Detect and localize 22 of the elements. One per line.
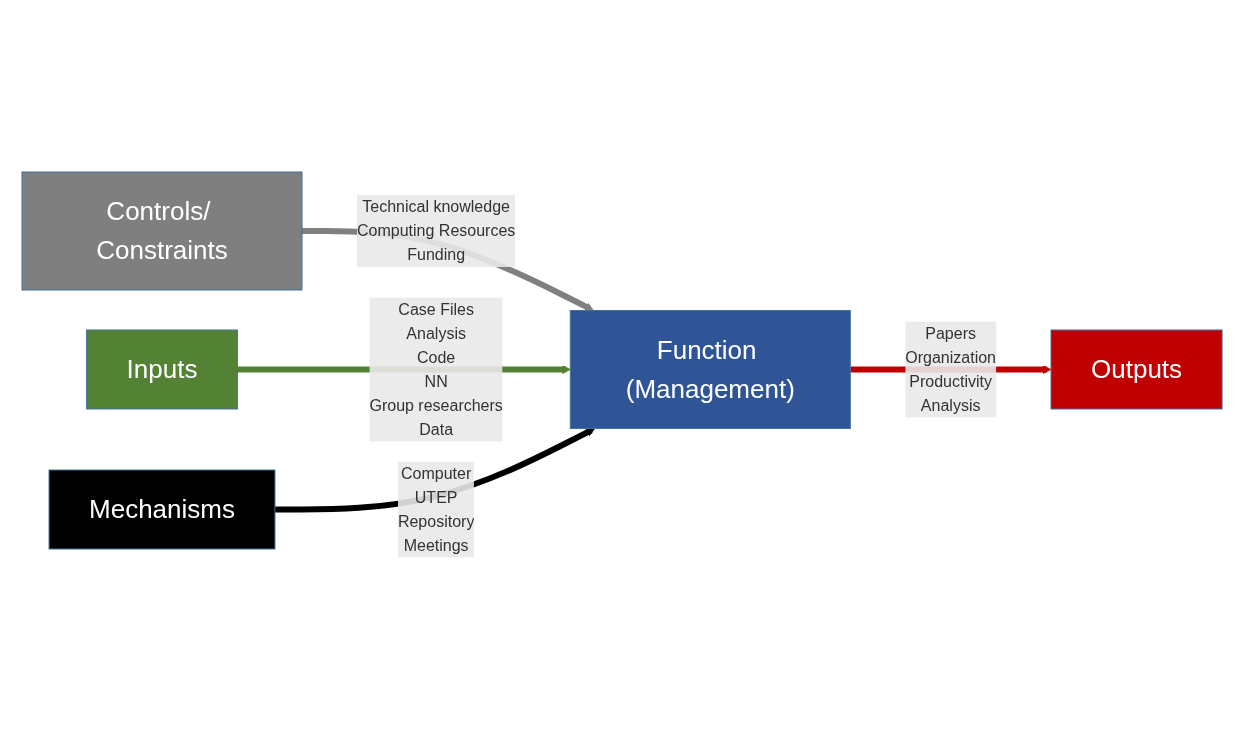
node-label: Organization: [905, 348, 997, 366]
node-label: Productivity: [909, 372, 993, 390]
node-label: Analysis: [406, 324, 467, 342]
node-label: Computing Resources: [357, 222, 516, 240]
node-label: Papers: [925, 324, 977, 342]
node-box: Mechanisms: [49, 469, 276, 550]
node-label: Group researchers: [369, 396, 504, 414]
node-label: Analysis: [921, 396, 981, 414]
node-box: Outputs: [1050, 329, 1224, 410]
node-label: Technical knowledge: [362, 198, 511, 216]
node-label: NN: [425, 372, 449, 390]
node-label: Code: [417, 348, 456, 366]
node-box: Inputs: [86, 329, 239, 410]
node-label: Data: [419, 420, 454, 438]
node-label: Repository: [398, 512, 475, 530]
node-label: Meetings: [404, 536, 470, 554]
node-box: Controls/ Constraints: [21, 171, 303, 291]
node-label: UTEP: [415, 488, 458, 506]
node-label: Funding: [407, 246, 466, 264]
node-box: Function (Management): [570, 310, 852, 430]
node-label: Case Files: [398, 300, 475, 318]
node-label: Computer: [401, 464, 472, 482]
